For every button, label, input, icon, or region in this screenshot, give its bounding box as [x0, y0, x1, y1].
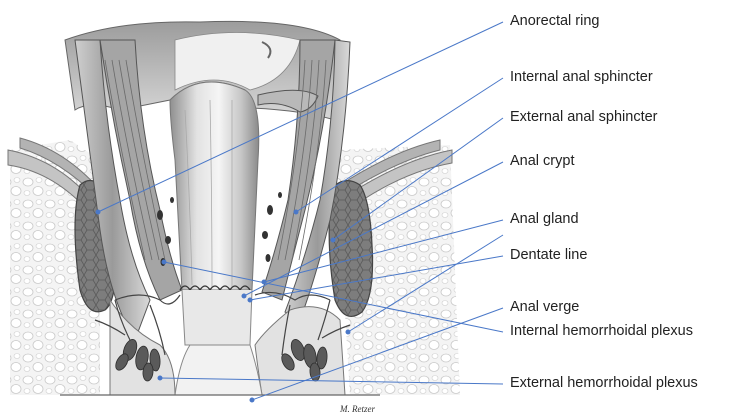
label-anorectal-ring: Anorectal ring: [510, 12, 599, 30]
illustrator-signature: M. Retzer: [340, 404, 375, 414]
anal-canal-lumen: [170, 82, 259, 345]
label-anal-crypt: Anal crypt: [510, 152, 574, 170]
label-external-anal-sphincter: External anal sphincter: [510, 108, 658, 126]
label-dentate-line: Dentate line: [510, 246, 587, 264]
label-anal-gland: Anal gland: [510, 210, 579, 228]
label-external-hemorrhoidal-plexus: External hemorrhoidal plexus: [510, 374, 698, 392]
label-internal-anal-sphincter: Internal anal sphincter: [510, 68, 653, 86]
label-anal-verge: Anal verge: [510, 298, 579, 316]
label-internal-hemorrhoidal-plexus: Internal hemorrhoidal plexus: [510, 322, 693, 340]
